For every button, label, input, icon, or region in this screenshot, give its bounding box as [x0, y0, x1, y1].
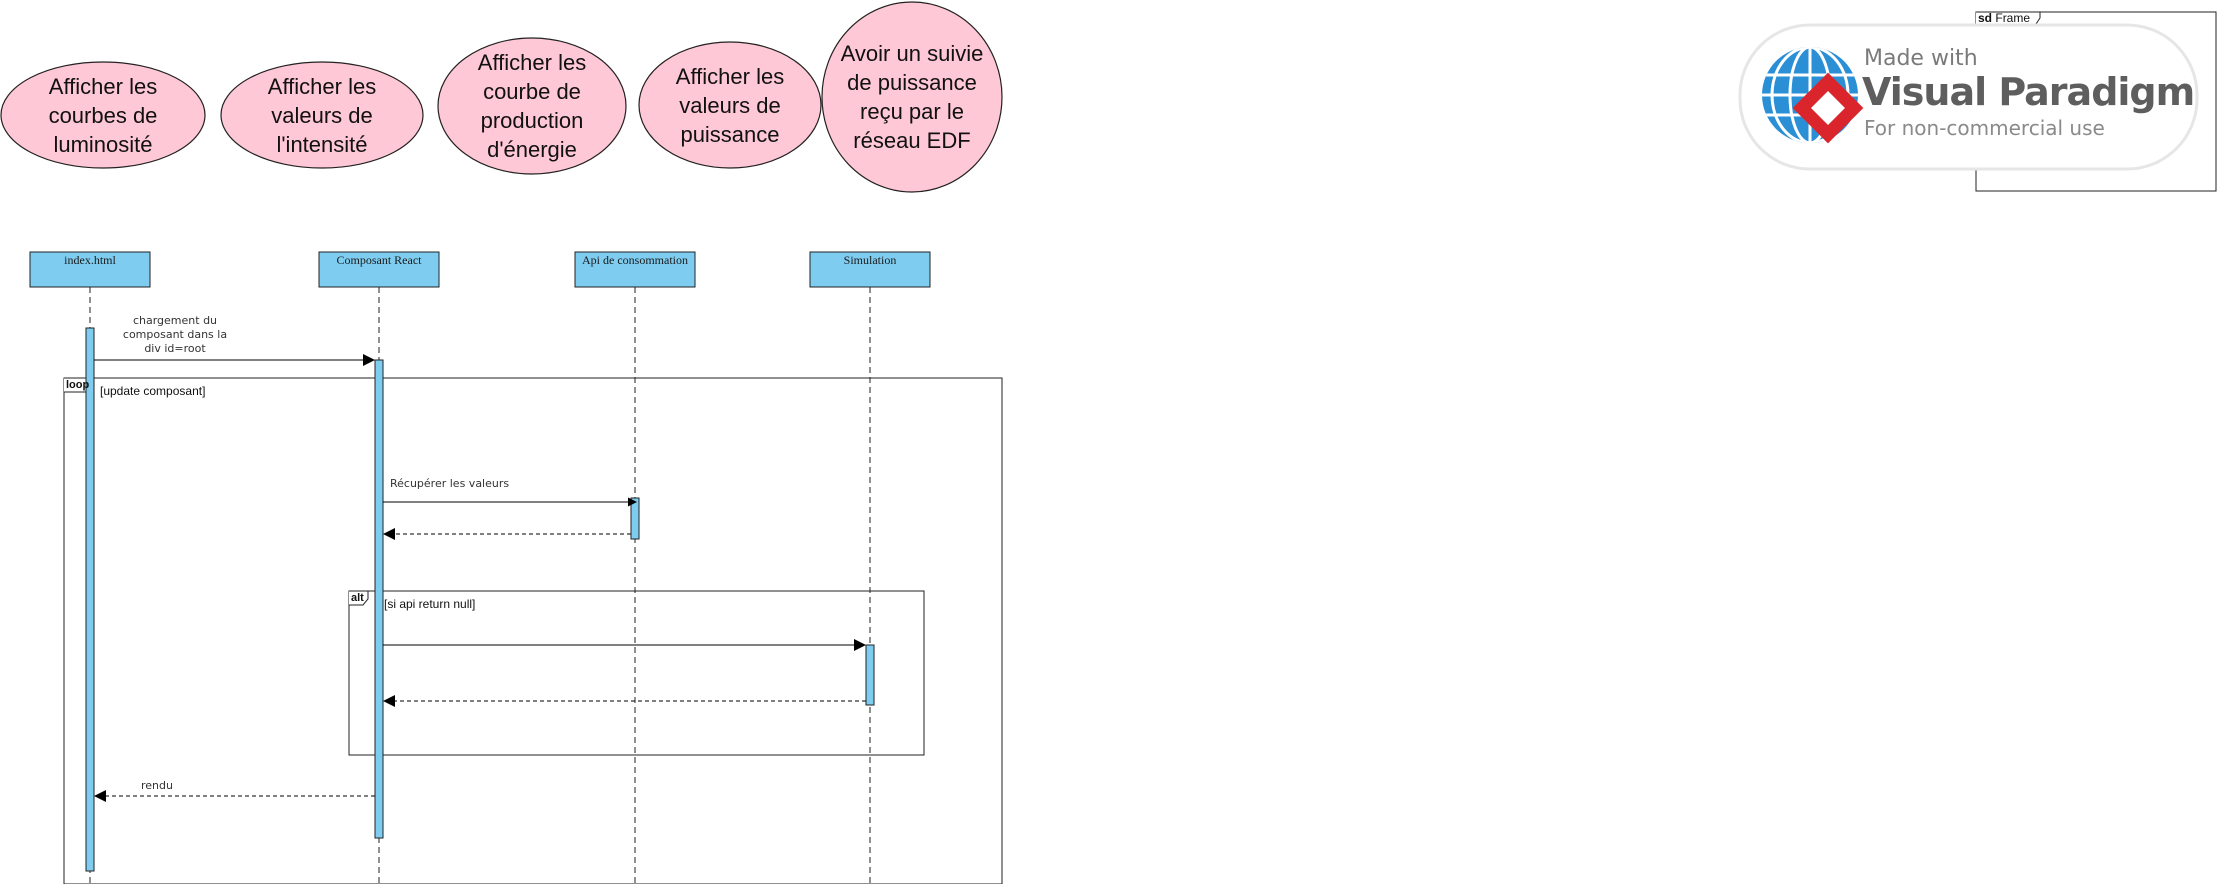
- alt-fragment: [348, 590, 925, 756]
- lifeline-head-index: [29, 251, 151, 288]
- lifeline-head-react: [318, 251, 440, 288]
- use-case-ellipse-3: [437, 37, 627, 175]
- watermark-made-with: Made with: [1864, 46, 1978, 71]
- message-render-label: rendu: [141, 779, 173, 792]
- alt-operator-label: alt: [351, 592, 364, 604]
- sd-frame-label: sd Frame: [1978, 11, 2030, 25]
- use-case-ellipse-5: [821, 1, 1003, 193]
- sd-frame-name: Frame: [1995, 11, 2031, 25]
- diamond-logo-icon: [1792, 72, 1864, 144]
- lifeline-head-simulation: [809, 251, 931, 288]
- watermark-sub: For non-commercial use: [1864, 116, 2105, 140]
- loop-operator-label: loop: [66, 379, 90, 391]
- lifeline-title-simulation: Simulation: [843, 253, 897, 267]
- lifeline-head-api: [574, 251, 696, 288]
- use-case-ellipse-4: [638, 41, 822, 169]
- watermark-badge: [1738, 23, 2199, 171]
- activation-react: [374, 359, 384, 839]
- use-case-ellipse-2: [220, 61, 424, 169]
- lifeline-title-api: Api de consommation: [582, 253, 688, 267]
- sd-keyword: sd: [1978, 11, 1993, 25]
- watermark-brand: Visual Paradigm: [1862, 70, 2195, 114]
- alt-operator-box: [349, 590, 369, 606]
- lifeline-title-index: index.html: [64, 253, 116, 267]
- message-load-label: chargement du composant dans la div id=r…: [122, 314, 228, 355]
- lifeline-title-react: Composant React: [336, 253, 422, 267]
- loop-fragment: [63, 377, 1003, 884]
- message-fetch-label: Récupérer les valeurs: [390, 477, 510, 490]
- activation-simulation: [865, 644, 875, 706]
- activation-index: [85, 327, 95, 872]
- alt-guard-label: [si api return null]: [384, 597, 476, 611]
- loop-guard-label: [update composant]: [100, 384, 206, 398]
- activation-api: [630, 497, 640, 540]
- use-case-ellipse-1: [0, 61, 206, 169]
